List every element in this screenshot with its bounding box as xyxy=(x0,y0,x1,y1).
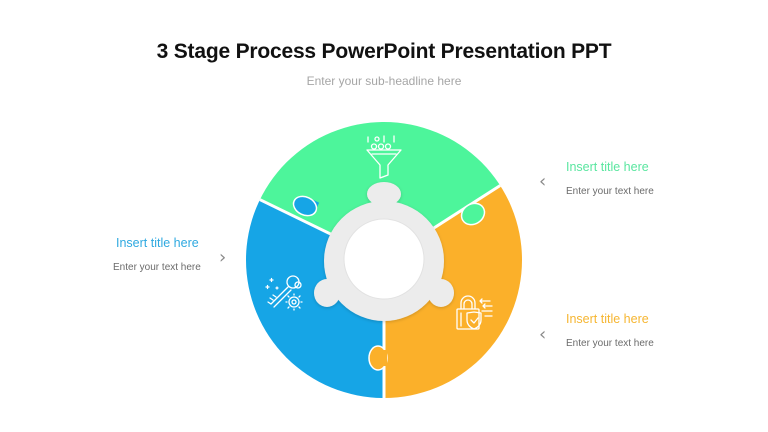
key-gear-icon xyxy=(265,275,303,311)
chevron-left-icon: ‹ xyxy=(539,324,547,345)
callout-text: Enter your text here xyxy=(113,262,201,273)
callout-title: Insert title here xyxy=(566,312,649,326)
lock-shield-icon xyxy=(456,295,493,330)
callout-text: Enter your text here xyxy=(566,186,654,197)
funnel-icon xyxy=(366,135,402,179)
callout-top-right: Insert title here Enter your text here xyxy=(566,160,654,197)
chevron-right-icon: › xyxy=(219,247,227,268)
callout-left: Insert title here Enter your text here xyxy=(113,236,201,273)
chevron-left-icon: ‹ xyxy=(539,171,547,192)
stage-blue-piece[interactable] xyxy=(150,100,384,432)
puzzle-tab-green xyxy=(460,202,486,226)
callout-text: Enter your text here xyxy=(566,338,654,349)
callout-title: Insert title here xyxy=(566,160,649,174)
slide-subtitle: Enter your sub-headline here xyxy=(306,74,462,88)
callout-title: Insert title here xyxy=(116,236,199,250)
hub-center xyxy=(344,219,424,299)
callout-bottom-right: Insert title here Enter your text here xyxy=(566,312,654,349)
puzzle-tab-blue xyxy=(292,195,318,217)
slide-title: 3 Stage Process PowerPoint Presentation … xyxy=(156,40,612,63)
